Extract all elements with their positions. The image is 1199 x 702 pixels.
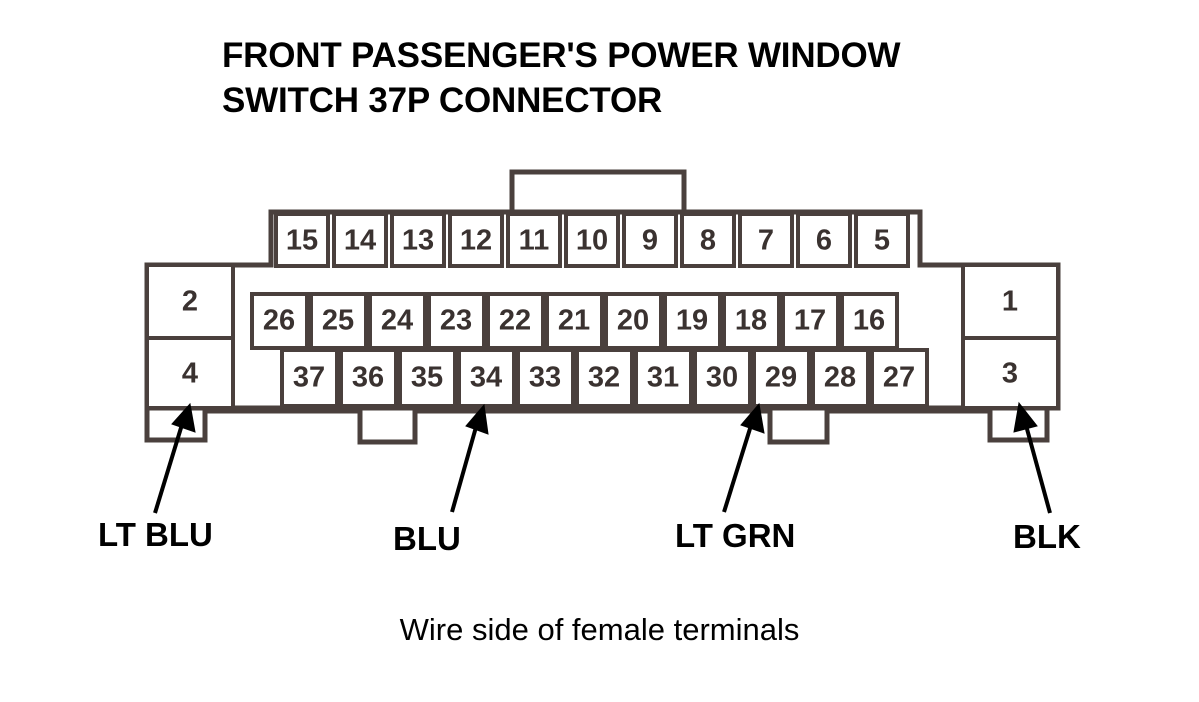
terminal-cell[interactable]: 30 (693, 348, 752, 408)
terminal-cell[interactable]: 6 (796, 212, 852, 268)
terminal-cell[interactable]: 27 (870, 348, 929, 408)
terminal-cell[interactable]: 24 (368, 292, 427, 350)
terminal-cell[interactable]: 31 (634, 348, 693, 408)
terminal-cell[interactable]: 5 (854, 212, 910, 268)
terminal-cell[interactable]: 12 (448, 212, 504, 268)
wire-label-lt-grn: LT GRN (675, 517, 796, 554)
terminal-cell[interactable]: 35 (398, 348, 457, 408)
figure-caption: Wire side of female terminals (399, 612, 800, 647)
terminal-number: 20 (617, 305, 649, 337)
terminal-number: 8 (700, 225, 716, 257)
terminal-number: 4 (182, 358, 198, 390)
wire-label-lt-blu: LT BLU (98, 516, 213, 553)
terminal-cell[interactable]: 36 (339, 348, 398, 408)
terminal-number: 27 (883, 362, 915, 394)
terminal-number: 6 (816, 225, 832, 257)
terminal-column-right: 1 3 (961, 263, 1060, 410)
terminal-number: 37 (293, 362, 325, 394)
terminal-number: 29 (765, 362, 797, 394)
terminal-cell[interactable]: 8 (680, 212, 736, 268)
terminal-cell[interactable]: 23 (427, 292, 486, 350)
top-latch-tab (509, 169, 687, 212)
terminal-number: 22 (499, 305, 531, 337)
terminal-cell[interactable]: 25 (309, 292, 368, 350)
terminal-cell-right-1[interactable]: 1 (961, 263, 1060, 340)
terminal-cell[interactable]: 26 (250, 292, 309, 350)
terminal-cell[interactable]: 37 (280, 348, 339, 408)
terminal-number: 26 (263, 305, 295, 337)
terminal-row-middle: 26 25 24 23 22 21 (250, 292, 899, 350)
terminal-number: 30 (706, 362, 738, 394)
terminal-cell[interactable]: 28 (811, 348, 870, 408)
terminal-cell[interactable]: 29 (752, 348, 811, 408)
terminal-row-top: 15 14 13 12 11 10 (274, 212, 910, 268)
terminal-cell[interactable]: 14 (332, 212, 388, 268)
leader-arrow-blk (1013, 401, 1052, 514)
terminal-cell[interactable]: 13 (390, 212, 446, 268)
wire-label-blu: BLU (393, 520, 461, 557)
terminal-cell[interactable]: 11 (506, 212, 562, 268)
terminal-number: 18 (735, 305, 767, 337)
terminal-cell[interactable]: 20 (604, 292, 663, 350)
terminal-cell[interactable]: 34 (457, 348, 516, 408)
leader-arrow-lt-grn (722, 402, 765, 513)
terminal-number: 3 (1002, 358, 1018, 390)
terminal-cell[interactable]: 9 (622, 212, 678, 268)
terminal-number: 35 (411, 362, 443, 394)
terminal-number: 23 (440, 305, 472, 337)
terminal-cell[interactable]: 16 (840, 292, 899, 350)
terminal-number: 15 (286, 225, 318, 257)
terminal-number: 7 (758, 225, 774, 257)
terminal-number: 17 (794, 305, 826, 337)
terminal-cell[interactable]: 19 (663, 292, 722, 350)
terminal-number: 21 (558, 305, 590, 337)
terminal-cell[interactable]: 15 (274, 212, 330, 268)
terminal-number: 12 (460, 225, 492, 257)
leader-arrow-blu (450, 403, 489, 513)
terminal-cell[interactable]: 7 (738, 212, 794, 268)
terminal-cell[interactable]: 33 (516, 348, 575, 408)
terminal-number: 25 (322, 305, 354, 337)
terminal-cell[interactable]: 32 (575, 348, 634, 408)
terminal-cell[interactable]: 21 (545, 292, 604, 350)
terminal-number: 19 (676, 305, 708, 337)
leader-arrows (153, 401, 1052, 514)
terminal-number: 28 (824, 362, 856, 394)
terminal-cell-right-3[interactable]: 3 (961, 336, 1060, 410)
terminal-number: 11 (519, 225, 550, 257)
terminal-number: 10 (576, 225, 608, 257)
wire-label-blk: BLK (1013, 518, 1081, 555)
terminal-cell[interactable]: 10 (564, 212, 620, 268)
terminal-number: 1 (1002, 286, 1018, 318)
terminal-number: 14 (344, 225, 376, 257)
terminal-cell-left-4[interactable]: 4 (145, 336, 235, 410)
terminal-number: 5 (874, 225, 890, 257)
terminal-cell-left-2[interactable]: 2 (145, 263, 235, 340)
terminal-number: 31 (647, 362, 679, 394)
terminal-cell[interactable]: 22 (486, 292, 545, 350)
terminal-number: 13 (402, 225, 434, 257)
terminal-number: 9 (642, 225, 658, 257)
terminal-cell[interactable]: 17 (781, 292, 840, 350)
bottom-skirt (144, 408, 1050, 445)
terminal-row-bottom: 37 36 35 34 33 32 (280, 348, 929, 408)
terminal-number: 16 (853, 305, 885, 337)
terminal-column-left: 2 4 (145, 263, 235, 410)
terminal-number: 24 (381, 305, 413, 337)
terminal-number: 36 (352, 362, 384, 394)
terminal-number: 33 (529, 362, 561, 394)
terminal-number: 2 (182, 286, 198, 318)
terminal-cell[interactable]: 18 (722, 292, 781, 350)
terminal-number: 34 (470, 362, 502, 394)
page-title: FRONT PASSENGER'S POWER WINDOW SWITCH 37… (222, 36, 901, 120)
terminal-number: 32 (588, 362, 620, 394)
leader-arrow-lt-blu (153, 402, 196, 514)
